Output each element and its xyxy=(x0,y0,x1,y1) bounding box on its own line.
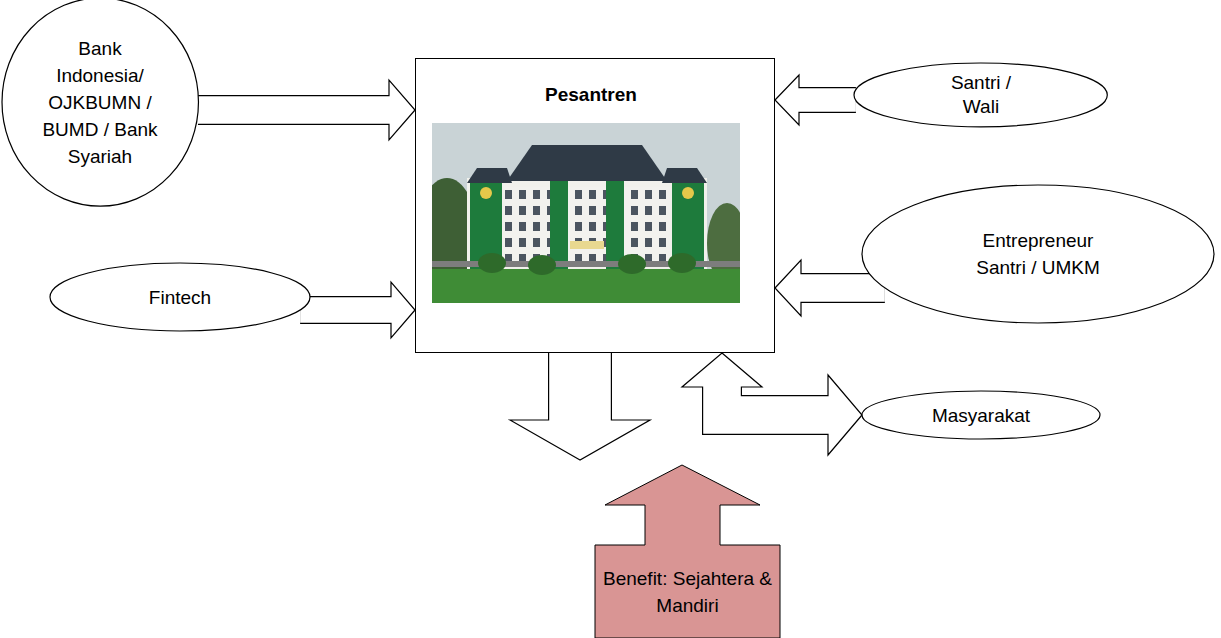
arrow-head xyxy=(389,80,415,140)
node-text: Entrepreneur Santri / UMKM xyxy=(963,227,1113,281)
text-block: Santri / Wali xyxy=(936,71,1026,119)
node-text: Fintech xyxy=(149,284,211,311)
benefit-shape xyxy=(595,465,780,638)
pesantren-box: Pesantren xyxy=(415,58,775,353)
text-area: Masyarakat xyxy=(862,391,1100,439)
text-area: Benefit: Sejahtera & Mandiri xyxy=(595,545,780,638)
emblem xyxy=(682,187,694,199)
ellipse-outline xyxy=(862,185,1214,323)
ellipse-shape xyxy=(2,0,198,207)
arrow-head xyxy=(828,375,862,455)
text-area: Pesantren xyxy=(516,81,666,108)
ellipse-shape xyxy=(50,263,310,331)
roof xyxy=(467,168,512,183)
arrow-head xyxy=(682,353,762,387)
community-ellipse: Masyarakat xyxy=(862,391,1100,439)
arrow-shaft-fill xyxy=(549,353,611,422)
roof xyxy=(507,145,667,181)
ellipse-shape xyxy=(854,63,1107,127)
text-block: Entrepreneur Santri / UMKM xyxy=(963,227,1113,281)
arrow-shaft-fill xyxy=(198,96,391,124)
arrow-shaft-fill xyxy=(722,386,830,416)
text-area: Entrepreneur Santri / UMKM xyxy=(862,185,1214,323)
stakeholder-ellipse: Santri / Wali xyxy=(854,63,1107,127)
node-text: Benefit: Sejahtera & Mandiri xyxy=(598,565,778,619)
block-arrow xyxy=(775,75,856,125)
sky xyxy=(432,123,740,303)
text-block: Fintech xyxy=(149,284,211,311)
entrepreneur-ellipse: Entrepreneur Santri / UMKM xyxy=(862,185,1214,323)
shrub xyxy=(478,253,506,273)
arrow-shaft-fill xyxy=(300,297,392,323)
emblem xyxy=(480,187,492,199)
text-area: Santri / Wali xyxy=(854,63,1107,127)
benefit-arrow-box: Benefit: Sejahtera & Mandiri xyxy=(560,460,800,638)
fintech-ellipse: Fintech xyxy=(50,263,310,331)
text-block: Pesantren xyxy=(545,81,637,108)
funder-ellipse: Bank Indonesia/ OJKBUMN / BUMD / Bank Sy… xyxy=(2,0,198,207)
building-wall xyxy=(467,178,707,273)
text-block: Masyarakat xyxy=(932,402,1030,429)
shrub xyxy=(618,254,646,274)
windows xyxy=(504,187,670,261)
text-area: Fintech xyxy=(50,263,310,331)
grass xyxy=(432,269,740,303)
block-arrow xyxy=(682,353,862,455)
block-arrow xyxy=(198,80,415,140)
arrow-head xyxy=(510,420,650,460)
sign xyxy=(570,241,604,249)
text-block: Benefit: Sejahtera & Mandiri xyxy=(598,565,778,619)
text-block: Bank Indonesia/ OJKBUMN / BUMD / Bank Sy… xyxy=(37,35,162,170)
arrow-head xyxy=(391,282,415,338)
ellipse-shape xyxy=(862,185,1214,323)
node-text: Masyarakat xyxy=(932,402,1030,429)
arrow-head xyxy=(775,75,799,125)
block-arrow xyxy=(510,353,650,460)
node-text: Santri / Wali xyxy=(936,71,1026,119)
arrow-head xyxy=(775,260,801,316)
node-text: Pesantren xyxy=(545,81,637,108)
shrub xyxy=(668,253,696,273)
roof xyxy=(662,168,707,183)
block-arrow xyxy=(300,282,415,338)
arrow-shaft-fill xyxy=(798,88,856,112)
shrub xyxy=(528,255,556,275)
text-area: Bank Indonesia/ OJKBUMN / BUMD / Bank Sy… xyxy=(2,0,198,207)
building-photo xyxy=(432,123,740,303)
node-text: Bank Indonesia/ OJKBUMN / BUMD / Bank Sy… xyxy=(37,35,162,170)
ellipse-shape xyxy=(862,391,1100,439)
arrow-shaft-fill xyxy=(800,274,885,302)
